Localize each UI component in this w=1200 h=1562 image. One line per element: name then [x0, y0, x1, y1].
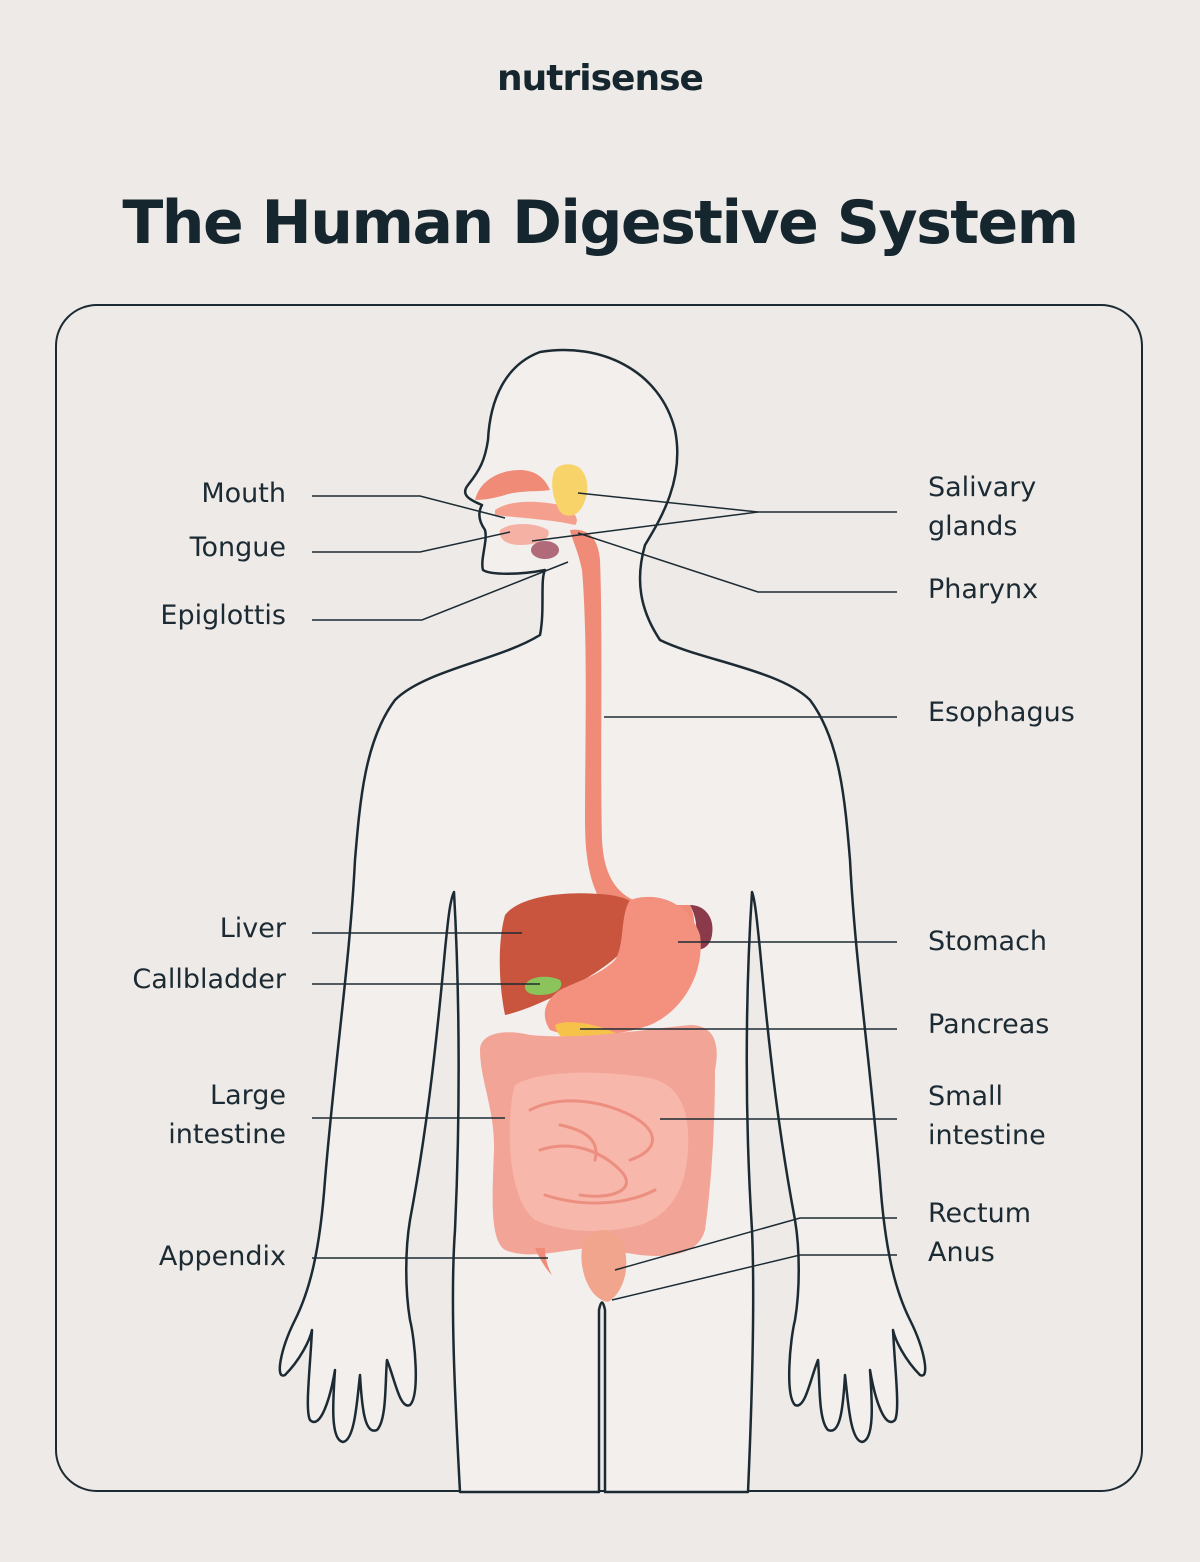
small-intestine-folds: [528, 1099, 657, 1205]
label-large-intestine-line2: intestine: [168, 1119, 286, 1150]
label-pharynx: Pharynx: [928, 574, 1039, 605]
salivary-glands: [552, 464, 588, 516]
esophagus: [570, 529, 695, 955]
label-epiglottis: Epiglottis: [160, 600, 286, 631]
small-intestine: [509, 1072, 689, 1232]
appendix: [535, 1248, 552, 1275]
rectum: [581, 1230, 627, 1302]
leader-pharynx: [577, 532, 897, 593]
label-anus: Anus: [928, 1237, 995, 1268]
label-small-intestine-line1: Small: [928, 1081, 1003, 1112]
label-esophagus: Esophagus: [928, 697, 1075, 728]
label-appendix: Appendix: [158, 1241, 286, 1272]
leader-rectum: [614, 1217, 897, 1271]
leader-tongue: [312, 531, 511, 553]
label-gallbladder: Callbladder: [132, 964, 286, 995]
label-pancreas: Pancreas: [928, 1009, 1050, 1040]
palate: [495, 501, 577, 525]
label-liver: Liver: [219, 913, 286, 944]
label-mouth: Mouth: [201, 478, 286, 509]
organs: [475, 464, 717, 1302]
stomach: [544, 896, 701, 1036]
sublingual-gland: [531, 541, 559, 559]
label-salivary-line1: Salivary: [928, 472, 1037, 503]
page-title: The Human Digestive System: [122, 188, 1079, 258]
label-small-intestine-line2: intestine: [928, 1120, 1046, 1151]
label-large-intestine-line1: Large: [210, 1080, 286, 1111]
leader-mouth: [312, 495, 506, 519]
brand-logo: nutrisense: [497, 58, 704, 99]
leader-salivary-2: [531, 511, 759, 542]
gallbladder: [524, 976, 562, 995]
label-tongue: Tongue: [189, 532, 286, 563]
label-stomach: Stomach: [928, 926, 1048, 957]
leader-anus: [611, 1254, 897, 1301]
label-rectum: Rectum: [928, 1198, 1032, 1229]
nasal-cavity: [475, 470, 550, 500]
leader-epiglottis: [312, 561, 569, 621]
label-salivary-line2: glands: [928, 511, 1018, 542]
leader-lines: [312, 492, 897, 1301]
